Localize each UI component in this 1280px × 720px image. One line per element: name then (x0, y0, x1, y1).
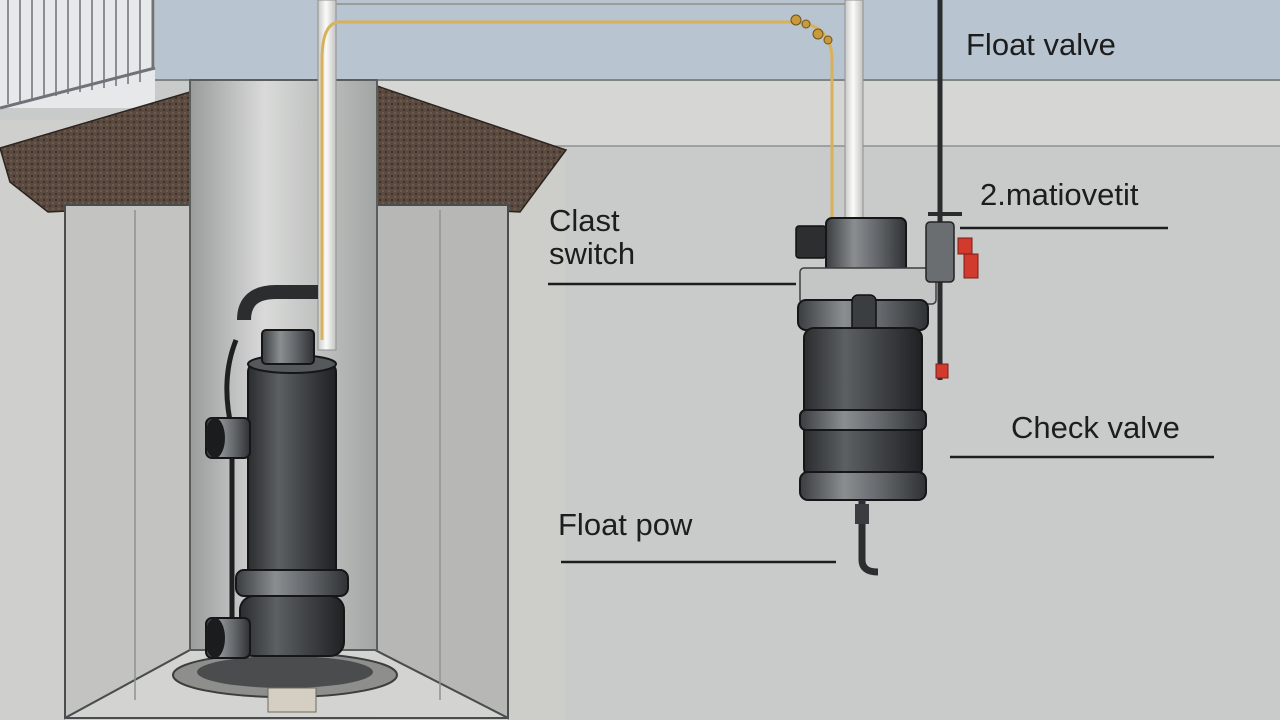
label-float-valve: Float valve (966, 27, 1116, 62)
railing (0, 0, 156, 110)
label-clast-switch: Clast switch (549, 204, 635, 271)
label-check-valve: Check valve (1011, 410, 1180, 445)
submersible-pump (172, 285, 398, 713)
label-clast-switch-line1: Clast (549, 203, 620, 238)
label-float-pow: Float pow (558, 507, 693, 542)
discharge-pipe-right (844, 0, 864, 241)
pedestal-pump (795, 217, 979, 576)
wire-connector (790, 14, 833, 45)
label-clast-switch-line2: switch (549, 236, 636, 272)
sky-band (0, 0, 1280, 80)
power-wire (320, 20, 834, 340)
label-automatic-switch: 2.matiovetit (980, 177, 1139, 212)
